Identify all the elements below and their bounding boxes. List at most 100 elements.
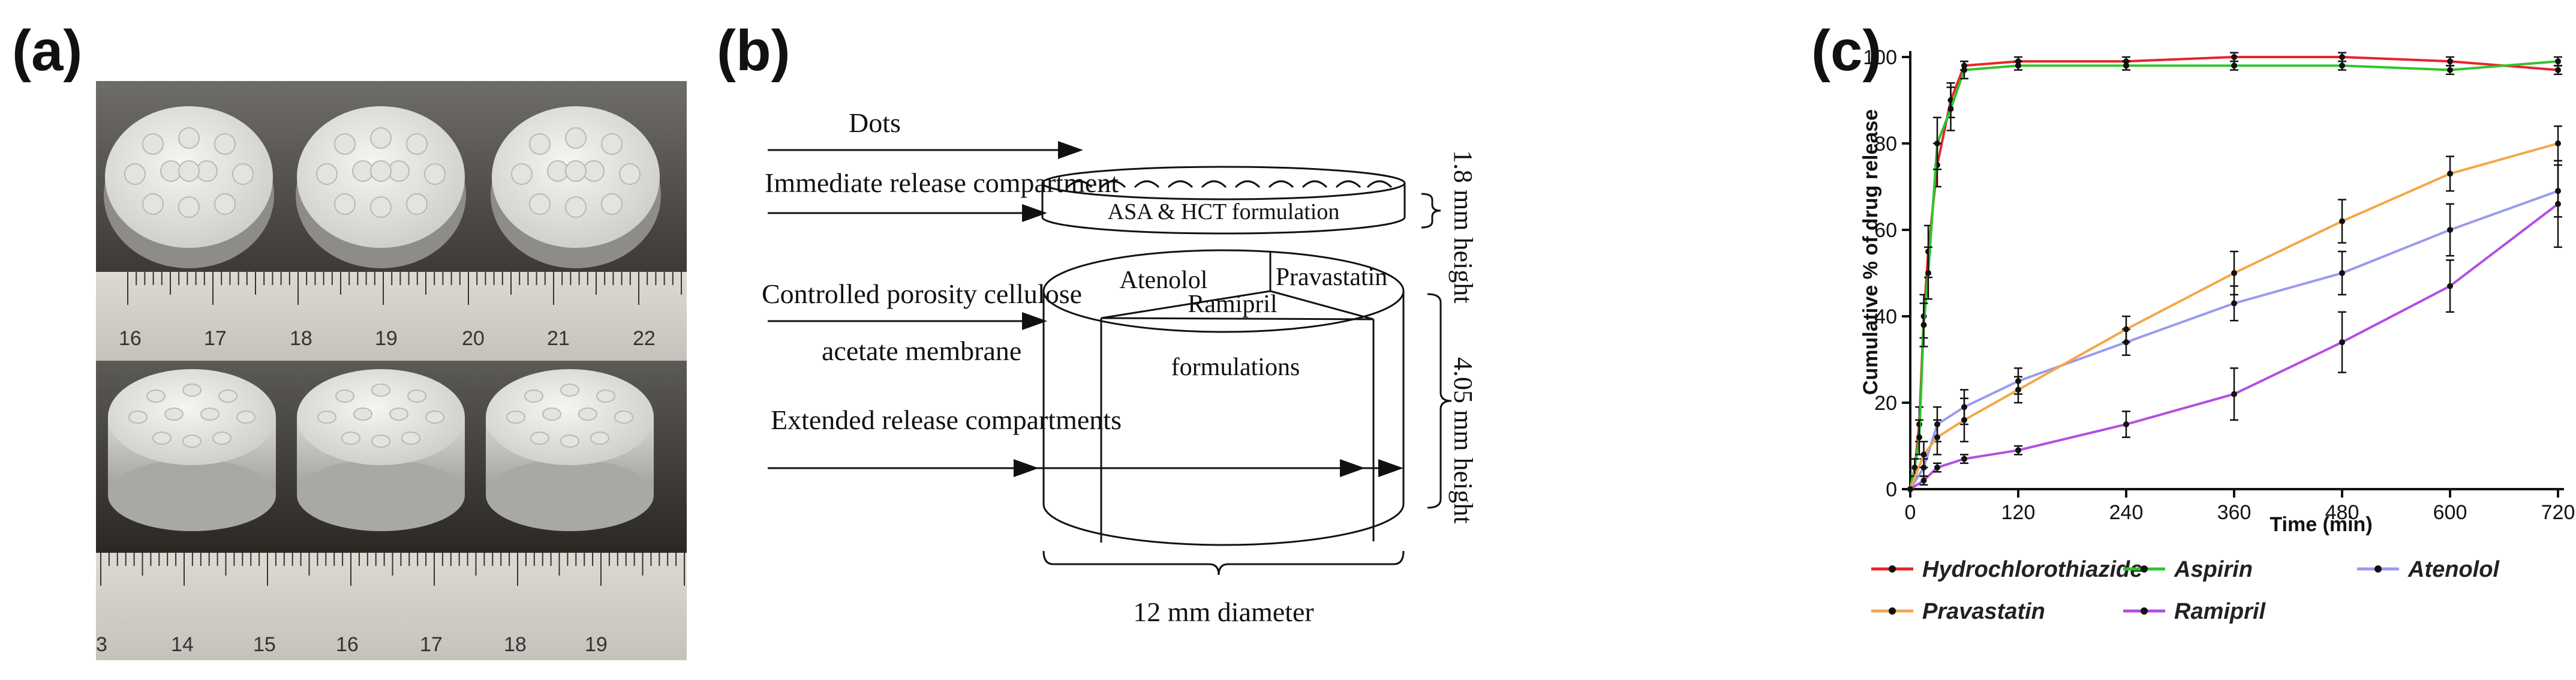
tablet-side-view	[297, 369, 465, 531]
y-tick-label: 20	[1874, 392, 1897, 415]
data-point	[1961, 417, 1967, 423]
atenolol-compartment-label: Atenolol	[1120, 266, 1208, 294]
photo-svg: 16 17 18 19 20 21 22 3 14 15 16 17 18 19	[96, 81, 725, 660]
data-point	[2123, 62, 2129, 69]
ruler-top-label: 16	[119, 327, 142, 350]
cellulose-label-2: acetate membrane	[822, 335, 1021, 366]
legend-label: Hydrochlorothiazide	[1922, 557, 2142, 582]
data-point	[1907, 486, 1913, 492]
legend-item-hydrochlorothiazide: Hydrochlorothiazide	[1871, 557, 2142, 582]
x-tick-label: 720	[2541, 501, 2575, 524]
series-line	[1909, 190, 2559, 490]
legend-label: Aspirin	[2174, 557, 2253, 582]
data-point	[2339, 270, 2345, 276]
legend-label: Atenolol	[2407, 557, 2500, 582]
pravastatin-compartment-label: Pravastatin	[1276, 263, 1388, 291]
ruler-top-label: 18	[290, 327, 312, 350]
series-ramipril	[1907, 160, 2562, 492]
data-point	[1911, 465, 1918, 471]
ruler-top-label: 22	[633, 327, 656, 350]
immediate-release-label: Immediate release compartment	[765, 167, 1119, 198]
data-point	[1934, 140, 1940, 146]
legend-marker	[2141, 565, 2148, 573]
series-line	[1909, 142, 2559, 490]
data-point	[2231, 300, 2237, 307]
ruler-bottom-label: 15	[253, 633, 276, 656]
data-point	[2447, 67, 2453, 73]
panel-a-label: (a)	[12, 19, 83, 83]
dot-compartment	[1268, 180, 1294, 188]
data-point	[2447, 170, 2453, 177]
height-top-label: 1.8 mm height	[1448, 150, 1478, 303]
data-point	[2231, 54, 2237, 60]
data-point	[1947, 106, 1954, 112]
ruler-top-label: 17	[204, 327, 227, 350]
x-tick-label: 240	[2109, 501, 2144, 524]
y-tick-label: 60	[1874, 219, 1897, 242]
data-point	[1916, 434, 1922, 441]
data-point	[2231, 391, 2237, 397]
y-tick-label: 0	[1886, 478, 1897, 501]
ruler-bottom-label: 18	[504, 633, 527, 656]
x-tick-label: 480	[2325, 501, 2359, 524]
ruler-top-label: 20	[462, 327, 485, 350]
series-pravastatin	[1907, 125, 2562, 492]
legend-label: Pravastatin	[1922, 599, 2045, 624]
tablet-side-view	[108, 369, 276, 531]
dot-compartment	[1234, 180, 1261, 188]
data-point	[2231, 62, 2237, 69]
data-point	[1961, 67, 1967, 73]
tablet-side-view	[486, 369, 654, 531]
tablet-top-view	[104, 106, 274, 268]
x-tick-label: 360	[2217, 501, 2252, 524]
data-point	[1925, 270, 1931, 276]
data-point	[2555, 58, 2561, 65]
ruler-bottom-label: 19	[585, 633, 608, 656]
data-point	[1934, 434, 1940, 441]
data-point	[2123, 326, 2129, 332]
series-line	[1909, 60, 2559, 490]
schematic-svg: Dots Immediate release compartment ASA &…	[762, 107, 1478, 627]
dot-compartment	[1201, 180, 1227, 188]
ruler-bottom-label: 17	[420, 633, 443, 656]
dot-compartment	[1100, 180, 1126, 188]
ruler-top-label: 19	[375, 327, 398, 350]
dot-compartment	[1066, 180, 1093, 188]
data-point	[2555, 200, 2561, 207]
ramipril-compartment-label: Ramipril	[1188, 290, 1277, 318]
data-point	[1920, 477, 1927, 484]
cellulose-label-1: Controlled porosity cellulose	[762, 278, 1082, 309]
data-point	[1961, 456, 1967, 462]
panel-c-label: (c)	[1811, 19, 1882, 83]
series-atenolol	[1907, 164, 2562, 492]
dot-compartment	[1167, 180, 1194, 188]
data-point	[2015, 62, 2021, 69]
x-axis-label: Time (min)	[2270, 513, 2372, 536]
data-point	[2231, 270, 2237, 276]
legend-marker	[1889, 607, 1896, 615]
formulations-label: formulations	[1171, 354, 1300, 381]
ruler-bottom-label: 3	[96, 633, 107, 656]
data-point	[1920, 322, 1927, 328]
data-point	[2339, 339, 2345, 346]
legend-item-ramipril: Ramipril	[2123, 599, 2266, 624]
dot-compartment	[1335, 180, 1361, 188]
legend-marker	[2374, 565, 2382, 573]
data-point	[2447, 58, 2453, 65]
ruler-bottom-label: 16	[336, 633, 359, 656]
diameter-label: 12 mm diameter	[1133, 597, 1313, 627]
data-point	[2447, 227, 2453, 233]
data-point	[1920, 451, 1927, 458]
data-point	[2339, 54, 2345, 60]
series-line	[1909, 203, 2559, 490]
data-point	[2015, 447, 2021, 454]
data-point	[2339, 218, 2345, 224]
dot-compartment	[1301, 180, 1328, 188]
legend-marker	[1889, 565, 1896, 573]
x-tick-label: 120	[2001, 501, 2036, 524]
data-point	[2555, 140, 2561, 146]
legend-label: Ramipril	[2174, 599, 2266, 624]
tablet-top-view	[296, 106, 466, 268]
data-point	[2339, 62, 2345, 69]
